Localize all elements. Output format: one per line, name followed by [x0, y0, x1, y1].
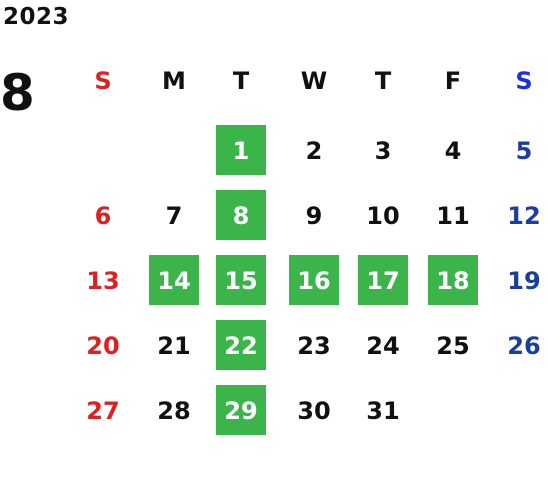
- day-31[interactable]: 31: [366, 397, 400, 425]
- weekday-header-4: T: [374, 67, 392, 95]
- day-16[interactable]: 16: [289, 255, 339, 305]
- day-18[interactable]: 18: [428, 255, 478, 305]
- day-22[interactable]: 22: [216, 320, 266, 370]
- weekday-header-0: S: [94, 67, 112, 95]
- day-2[interactable]: 2: [305, 137, 323, 165]
- day-6[interactable]: 6: [94, 202, 112, 230]
- day-29[interactable]: 29: [216, 385, 266, 435]
- day-8[interactable]: 8: [216, 190, 266, 240]
- month-number: 8: [0, 64, 35, 122]
- day-1[interactable]: 1: [216, 125, 266, 175]
- day-10[interactable]: 10: [366, 202, 400, 230]
- day-4[interactable]: 4: [444, 137, 462, 165]
- weekday-header-1: M: [162, 67, 186, 95]
- weekday-header-3: W: [300, 67, 328, 95]
- day-12[interactable]: 12: [507, 202, 541, 230]
- day-11[interactable]: 11: [436, 202, 470, 230]
- day-5[interactable]: 5: [515, 137, 533, 165]
- day-30[interactable]: 30: [297, 397, 331, 425]
- day-7[interactable]: 7: [165, 202, 183, 230]
- year-label: 2023: [3, 4, 70, 30]
- day-13[interactable]: 13: [86, 267, 120, 295]
- day-21[interactable]: 21: [157, 332, 191, 360]
- day-19[interactable]: 19: [507, 267, 541, 295]
- day-20[interactable]: 20: [86, 332, 120, 360]
- day-23[interactable]: 23: [297, 332, 331, 360]
- day-17[interactable]: 17: [358, 255, 408, 305]
- weekday-header-6: S: [515, 67, 533, 95]
- day-15[interactable]: 15: [216, 255, 266, 305]
- day-3[interactable]: 3: [374, 137, 392, 165]
- day-28[interactable]: 28: [157, 397, 191, 425]
- day-24[interactable]: 24: [366, 332, 400, 360]
- weekday-header-5: F: [444, 67, 462, 95]
- day-14[interactable]: 14: [149, 255, 199, 305]
- weekday-header-2: T: [232, 67, 250, 95]
- day-25[interactable]: 25: [436, 332, 470, 360]
- day-9[interactable]: 9: [305, 202, 323, 230]
- day-27[interactable]: 27: [86, 397, 120, 425]
- day-26[interactable]: 26: [507, 332, 541, 360]
